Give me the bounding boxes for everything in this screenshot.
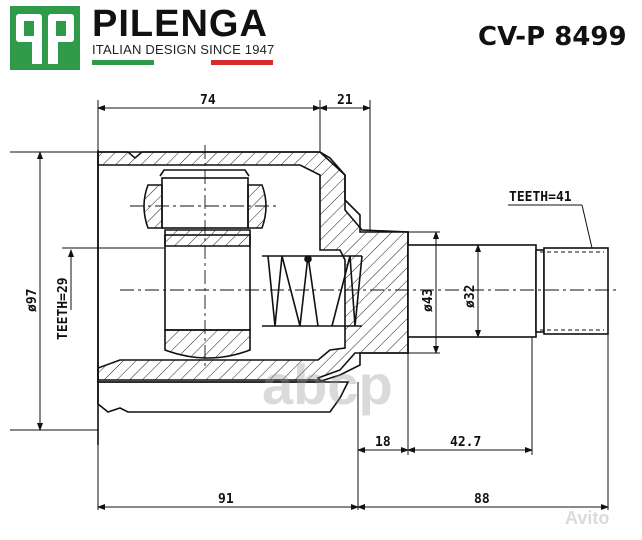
pilenga-logo-mark <box>10 6 80 70</box>
brand-tagline: ITALIAN DESIGN SINCE 1947 <box>92 42 275 57</box>
flag-stripe-red <box>211 60 273 65</box>
watermark-avito: Avito <box>565 508 610 528</box>
dim-diameter-97: ø97 <box>25 289 40 312</box>
dimension-lines <box>10 100 609 510</box>
dim-21: 21 <box>337 93 353 108</box>
spring <box>262 255 363 327</box>
dim-diameter-32: ø32 <box>463 285 478 308</box>
output-shaft <box>407 244 609 338</box>
dim-91: 91 <box>218 492 234 507</box>
flag-stripe-green <box>92 60 154 65</box>
dim-teeth-29: TEETH=29 <box>56 277 71 340</box>
dim-18: 18 <box>375 435 391 450</box>
dim-88: 88 <box>474 492 490 507</box>
dim-74: 74 <box>200 93 216 108</box>
dim-42-7: 42.7 <box>450 435 481 450</box>
dimension-labels: 74 21 ø97 TEETH=29 TEETH=41 ø43 ø32 18 4… <box>25 93 572 507</box>
qp-logo-icon <box>16 14 74 64</box>
housing-section <box>97 150 409 445</box>
brand-name: PILENGA <box>92 3 268 45</box>
dim-diameter-43: ø43 <box>421 289 436 312</box>
part-number: CV-P 8499 <box>478 22 627 52</box>
centerlines <box>120 145 620 370</box>
watermark-abcp: abcp <box>262 353 393 416</box>
dim-teeth-41: TEETH=41 <box>509 190 572 205</box>
